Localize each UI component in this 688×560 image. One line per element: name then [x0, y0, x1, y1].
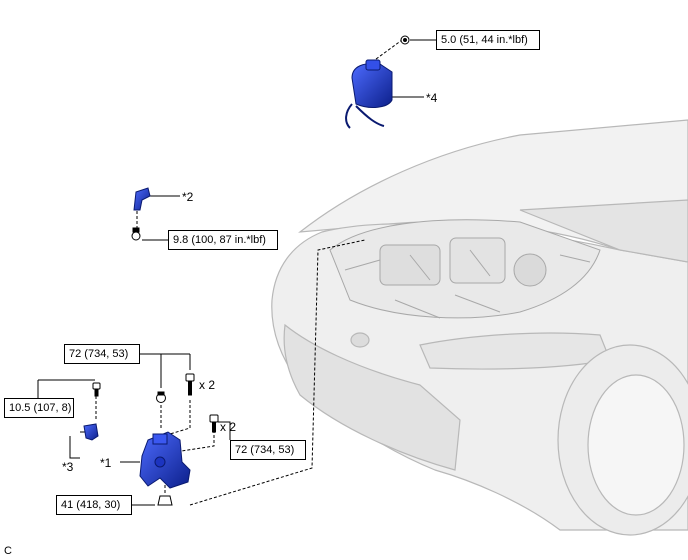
quantity-label-upper: x 2 [199, 378, 216, 392]
callout-1: *1 [100, 456, 112, 470]
torque-box-small-bracket: 10.5 (107, 8) [4, 398, 74, 418]
vehicle-windshield [519, 199, 688, 263]
torque-box-mount-side: 72 (734, 53) [230, 440, 306, 460]
small-bracket-part [83, 423, 99, 441]
torque-box-bracket: 9.8 (100, 87 in.*lbf) [168, 230, 278, 250]
torque-value-mount-upper: 72 (734, 53) [69, 348, 129, 360]
callout-3: *3 [62, 460, 74, 474]
blue-parts [83, 35, 410, 506]
vehicle-illustration [271, 119, 688, 536]
engine-mount-part [139, 431, 191, 489]
torque-value-mount-lower: 41 (418, 30) [61, 499, 121, 511]
bracket-part [133, 187, 151, 211]
torque-box-mount-lower: 41 (418, 30) [56, 495, 132, 515]
vehicle-wheel-inner [587, 374, 685, 516]
torque-value-mount-side: 72 (734, 53) [235, 444, 295, 456]
quantity-label-side: x 2 [220, 420, 237, 434]
vehicle-grille [283, 323, 461, 471]
torque-box-reservoir: 5.0 (51, 44 in.*lbf) [436, 30, 540, 50]
engine-bay [329, 219, 601, 319]
reservoir-bolt [400, 35, 410, 45]
torque-value-reservoir: 5.0 (51, 44 in.*lbf) [441, 34, 528, 46]
callout-2: *2 [182, 190, 194, 204]
mount-bolts [92, 373, 219, 506]
corner-mark: C [4, 545, 12, 557]
reservoir-part [345, 59, 393, 129]
torque-value-small-bracket: 10.5 (107, 8) [9, 402, 72, 414]
torque-value-bracket: 9.8 (100, 87 in.*lbf) [173, 234, 266, 246]
vehicle-emblem [350, 332, 370, 348]
bracket-bolt [131, 227, 141, 241]
torque-box-mount-upper: 72 (734, 53) [64, 344, 140, 364]
callout-4: *4 [426, 91, 438, 105]
